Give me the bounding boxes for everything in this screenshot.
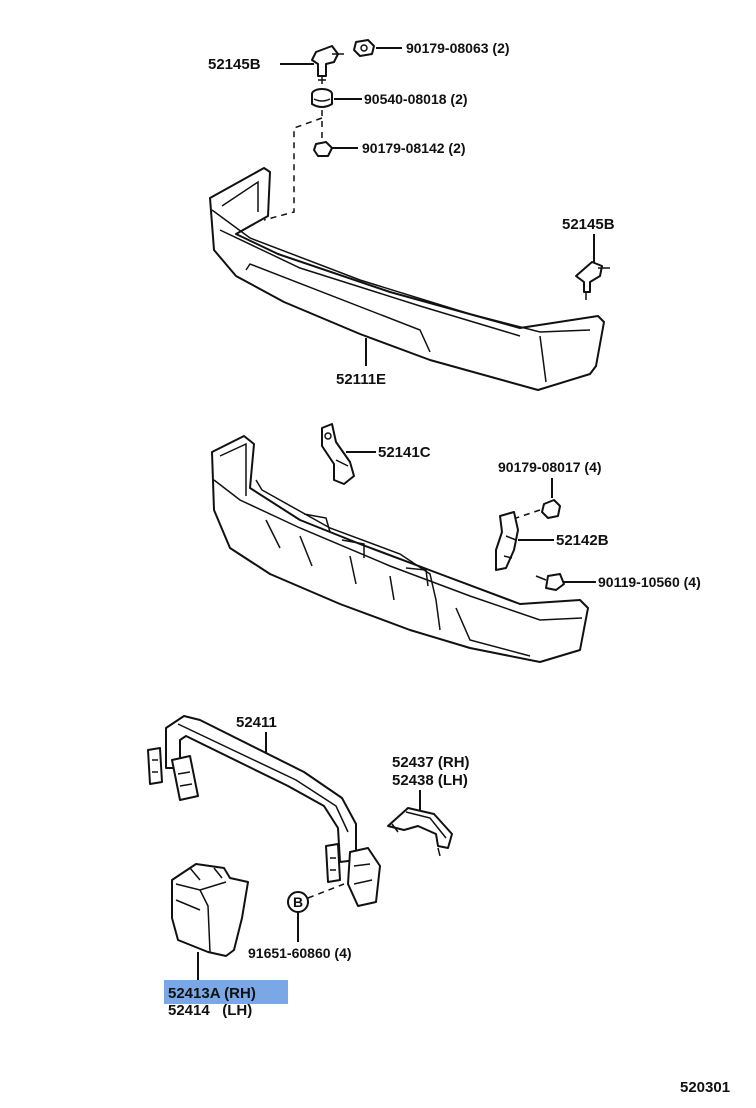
highlight-extension-rh xyxy=(164,980,288,1004)
retainer-52142b xyxy=(495,511,519,571)
retainer-52141c xyxy=(321,423,355,485)
callout-b-bubble: B xyxy=(287,891,309,913)
bumper-absorber xyxy=(211,435,589,663)
callout-b-letter: B xyxy=(293,894,303,910)
bolt-90119-10560 xyxy=(535,573,565,591)
label-bolt-right: 90119-10560 (4) xyxy=(598,574,701,590)
label-nut-top: 90179-08063 (2) xyxy=(406,40,510,56)
label-retainer-left: 52141C xyxy=(378,444,431,461)
nut-90179-08017 xyxy=(541,499,561,519)
nut-90179-08063 xyxy=(353,39,375,57)
grommet-90540-08018 xyxy=(311,88,333,108)
label-extension-rh: 52413A (RH) xyxy=(168,985,256,1002)
label-nut-mid: 90179-08142 (2) xyxy=(362,140,466,156)
label-nut-right: 90179-08017 (4) xyxy=(498,459,602,475)
bracket-52145b-right xyxy=(575,261,610,300)
label-bolt-bottom: 91651-60860 (4) xyxy=(248,945,352,961)
nut-90179-08142 xyxy=(313,141,333,157)
reinforcement-52411 xyxy=(147,715,381,907)
label-bracket-right: 52145B xyxy=(562,216,615,233)
assembly-line-callout-b xyxy=(307,883,345,899)
label-bumper-cover: 52111E xyxy=(336,371,386,388)
label-retainer-right: 52142B xyxy=(556,532,609,549)
label-reinforcement: 52411 xyxy=(236,714,277,731)
label-extension-lh: 52414 (LH) xyxy=(168,1002,252,1019)
bumper-cover-52111e xyxy=(209,167,605,391)
label-bracket-top: 52145B xyxy=(208,56,261,73)
assembly-line-nut-right xyxy=(515,509,541,519)
extension-52413a-52414 xyxy=(171,863,249,957)
label-grommet: 90540-08018 (2) xyxy=(364,91,468,107)
bracket-52437-52438 xyxy=(387,807,453,857)
assembly-line-top xyxy=(263,110,323,221)
bracket-52145b-top xyxy=(311,45,344,84)
label-bracket-lh: 52438 (LH) xyxy=(392,772,468,789)
diagram-id: 520301 xyxy=(680,1079,730,1096)
label-bracket-rh: 52437 (RH) xyxy=(392,754,470,771)
